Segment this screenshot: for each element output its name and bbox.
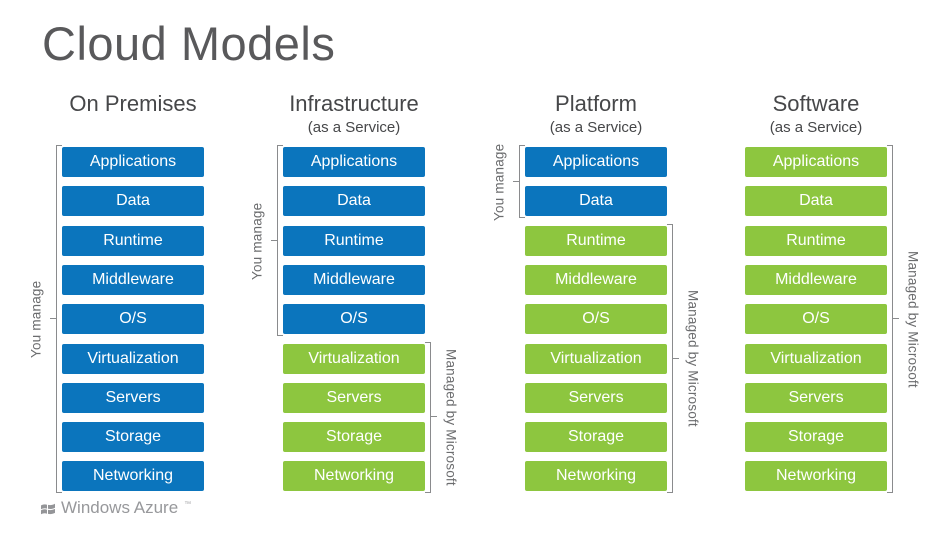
layer-box-virtualization: Virtualization <box>283 343 425 374</box>
layer-box-o-s: O/S <box>62 304 204 335</box>
layer-box-data: Data <box>745 186 887 217</box>
layer-box-virtualization: Virtualization <box>745 343 887 374</box>
layer-box-storage: Storage <box>745 422 887 453</box>
layer-box-middleware: Middleware <box>525 264 667 295</box>
bracket-tick <box>513 180 519 182</box>
you-manage-bracket <box>56 145 62 494</box>
layer-box-o-s: O/S <box>283 304 425 335</box>
layer-box-virtualization: Virtualization <box>525 343 667 374</box>
layer-box-networking: Networking <box>525 461 667 492</box>
managed-by-bracket <box>667 223 673 494</box>
layer-box-o-s: O/S <box>745 304 887 335</box>
layer-box-servers: Servers <box>745 382 887 413</box>
layer-box-networking: Networking <box>745 461 887 492</box>
you-manage-bracket <box>519 145 525 219</box>
managed-by-bracket <box>887 145 893 494</box>
column-subtitle-software: (as a Service) <box>769 119 863 136</box>
windows-flag-icon <box>41 503 55 514</box>
bracket-tick <box>431 416 437 418</box>
layer-box-middleware: Middleware <box>283 264 425 295</box>
column-header-on-premises: On Premises <box>69 91 197 116</box>
layer-box-networking: Networking <box>62 461 204 492</box>
column-header-software: Software <box>772 91 860 116</box>
layer-box-virtualization: Virtualization <box>62 343 204 374</box>
layer-box-middleware: Middleware <box>62 264 204 295</box>
windows-azure-logo: Windows Azure ™ <box>40 498 191 518</box>
bracket-tick <box>893 318 899 320</box>
managed-by-microsoft-label: Managed by Microsoft <box>443 349 459 486</box>
column-header-platform: Platform <box>555 91 637 116</box>
column-subtitle-platform: (as a Service) <box>549 119 643 136</box>
managed-by-microsoft-label: Managed by Microsoft <box>685 290 701 427</box>
layer-box-applications: Applications <box>283 147 425 177</box>
bracket-tick <box>50 318 56 320</box>
bracket-tick <box>271 239 277 241</box>
layer-box-data: Data <box>525 186 667 217</box>
you-manage-label: You manage <box>491 142 507 221</box>
page-title: Cloud Models <box>42 17 336 70</box>
layer-box-storage: Storage <box>283 422 425 453</box>
you-manage-bracket <box>277 145 283 337</box>
layer-box-applications: Applications <box>745 147 887 177</box>
layer-box-runtime: Runtime <box>62 225 204 256</box>
layer-box-storage: Storage <box>62 422 204 453</box>
layer-box-servers: Servers <box>62 382 204 413</box>
managed-by-microsoft-label: Managed by Microsoft <box>905 250 921 388</box>
layer-box-networking: Networking <box>283 461 425 492</box>
bracket-tick <box>673 357 679 359</box>
you-manage-label: You manage <box>249 201 265 280</box>
layer-box-runtime: Runtime <box>525 225 667 256</box>
layer-box-servers: Servers <box>525 382 667 413</box>
layer-box-servers: Servers <box>283 382 425 413</box>
layer-box-applications: Applications <box>62 147 204 177</box>
layer-box-o-s: O/S <box>525 304 667 335</box>
layer-box-runtime: Runtime <box>745 225 887 256</box>
column-subtitle-infrastructure: (as a Service) <box>307 119 401 136</box>
layer-box-runtime: Runtime <box>283 225 425 256</box>
layer-box-applications: Applications <box>525 147 667 177</box>
you-manage-label: You manage <box>28 280 44 358</box>
windows-azure-wordmark: Windows Azure <box>61 498 179 517</box>
layer-box-storage: Storage <box>525 422 667 453</box>
layer-box-data: Data <box>62 186 204 217</box>
trademark-symbol: ™ <box>184 500 192 508</box>
managed-by-bracket <box>425 341 431 494</box>
layer-box-middleware: Middleware <box>745 264 887 295</box>
layer-box-data: Data <box>283 186 425 217</box>
column-header-infrastructure: Infrastructure <box>289 91 419 116</box>
